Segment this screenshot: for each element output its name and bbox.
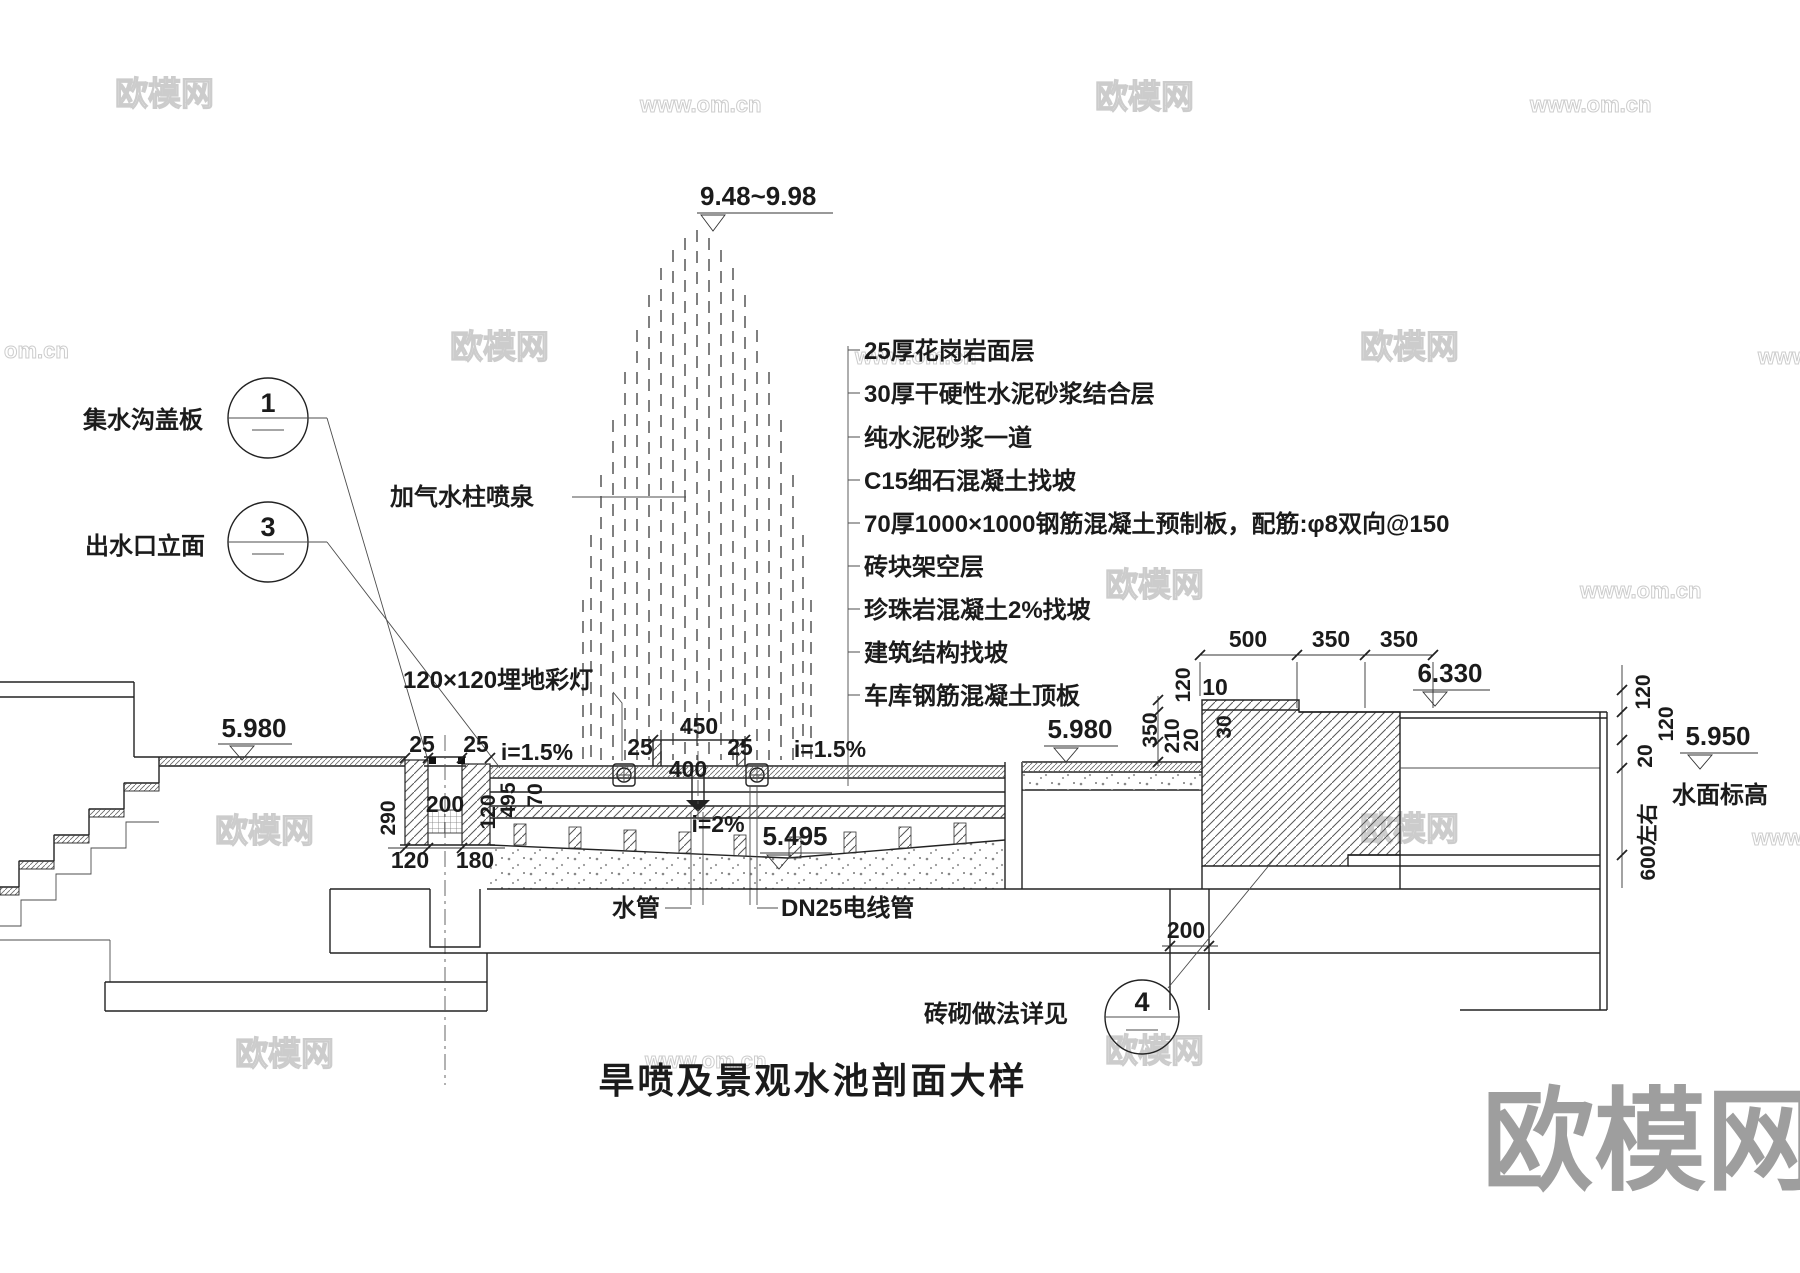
dim: 350 — [1380, 626, 1418, 652]
detail-number: 3 — [260, 512, 275, 542]
slope-label: i=2% — [691, 811, 744, 837]
dim: 20 — [1180, 728, 1203, 751]
dim: 200 — [1167, 917, 1205, 943]
dim: 180 — [456, 847, 494, 873]
detail-number: 4 — [1134, 987, 1149, 1017]
watermark-site: www.om.cn — [644, 1048, 766, 1073]
watermark-brand: 欧模网 — [115, 75, 214, 112]
nozzle-tip — [686, 800, 710, 812]
dim: 120 — [1172, 667, 1195, 702]
water-basin — [1400, 712, 1608, 1011]
watermark-brand: 欧模网 — [215, 812, 314, 849]
watermark-brand: 欧模网 — [235, 1035, 334, 1072]
spray-elevation: 9.48~9.98 — [700, 181, 816, 211]
dim: 70 — [524, 783, 547, 806]
dim: 400 — [669, 756, 707, 782]
dim: 30 — [1213, 715, 1236, 738]
garage-slab — [329, 888, 1600, 1010]
water-elevation: 5.950 — [1685, 721, 1750, 751]
slope-labels: i=1.5% i=1.5% i=2% — [501, 736, 866, 837]
dim: 20 — [1634, 744, 1657, 767]
slope-label: i=1.5% — [501, 739, 573, 765]
watermark-brand: 欧模网 — [1105, 566, 1204, 603]
grate-seat — [429, 757, 436, 764]
drawing-title: 旱喷及景观水池剖面大样 — [598, 1060, 1027, 1101]
watermark-brand: 欧模网 — [1095, 78, 1194, 115]
watermark-site: www.om.cn — [1757, 344, 1800, 369]
watermark-brand: 欧模网 — [1105, 1032, 1204, 1069]
elevation-markers: 9.48~9.98 5.980 5.980 5.495 6.330 5.950 — [218, 181, 1758, 870]
conduit-label: DN25电线管 — [781, 894, 914, 922]
dim: 450 — [680, 713, 718, 739]
service-pipes — [690, 786, 758, 905]
pool-bottom-elevation: 5.495 — [762, 821, 827, 851]
watermark-site: www.om.cn — [1751, 825, 1800, 850]
dim: 25 — [627, 734, 653, 760]
detail-callout-4: 砖砌做法详见 4 — [924, 851, 1281, 1055]
dimension-lines: 25 25 450 400 25 25 200 290 120 180 120 … — [377, 626, 1678, 952]
layer-label: 25厚花岗岩面层 — [864, 338, 1035, 365]
right-deck — [1022, 761, 1202, 791]
water-pipe-label: 水管 — [612, 894, 660, 922]
gutter-trench — [400, 735, 495, 1085]
left-stairs — [0, 681, 488, 1012]
deck-elevation: 5.980 — [221, 713, 286, 743]
dim: 10 — [1202, 674, 1228, 700]
watermark-brand: 欧模网 — [1360, 328, 1459, 365]
slope-label: i=1.5% — [794, 736, 866, 762]
dim: 200 — [426, 791, 464, 817]
dim: 600左右 — [1636, 803, 1660, 880]
gutter-cover-label: 集水沟盖板 — [82, 406, 204, 434]
dim: 120 — [477, 794, 500, 829]
dim: 25 — [463, 731, 489, 757]
watermark-logo: 欧模网 — [1482, 1079, 1800, 1204]
brick-note-label: 砖砌做法详见 — [924, 1000, 1068, 1028]
layer-label: 30厚干硬性水泥砂浆结合层 — [864, 380, 1155, 408]
detail-callout-1: 集水沟盖板 1 — [82, 377, 428, 758]
watermark-site: www.om.cn — [854, 344, 976, 369]
watermarks: 欧模网 www.om.cn 欧模网 www.om.cn om.cn 欧模网 ww… — [4, 74, 1800, 1204]
watermark-brand: 欧模网 — [450, 328, 549, 365]
dim: 495 — [497, 782, 520, 817]
watermark-site: www.om.cn — [1579, 578, 1701, 603]
layer-label: 建筑结构找坡 — [864, 639, 1008, 667]
dim: 120 — [1632, 674, 1655, 709]
layer-label: 车库钢筋混凝土顶板 — [864, 682, 1081, 710]
dim: 120 — [391, 847, 429, 873]
water-level-label: 水面标高 — [1672, 781, 1768, 809]
detail-number: 1 — [260, 388, 275, 418]
watermark-site: www.om.cn — [639, 92, 761, 117]
layer-label: 珍珠岩混凝土2%找坡 — [864, 596, 1091, 624]
dim: 350 — [1312, 626, 1350, 652]
layer-label: 砖块架空层 — [864, 553, 984, 581]
grate-seat — [458, 757, 465, 764]
dim: 25 — [409, 731, 435, 757]
dim: 210 — [1161, 718, 1184, 753]
fountain-label: 加气水柱喷泉 — [390, 483, 535, 511]
fountain-spray — [582, 230, 812, 760]
dim: 290 — [377, 800, 400, 835]
watermark-partial: om.cn — [4, 338, 69, 363]
wall-top-elevation: 6.330 — [1417, 658, 1482, 688]
pool-wall — [1201, 699, 1607, 889]
dim: 25 — [727, 734, 753, 760]
deck-elevation: 5.980 — [1047, 714, 1112, 744]
layer-callouts: 25厚花岗岩面层 30厚干硬性水泥砂浆结合层 纯水泥砂浆一道 C15细石混凝土找… — [847, 338, 1449, 786]
dim: 500 — [1229, 626, 1267, 652]
watermark-site: www.om.cn — [1529, 92, 1651, 117]
layer-label: 70厚1000×1000钢筋混凝土预制板，配筋:φ8双向@150 — [864, 510, 1449, 538]
annotations: 加气水柱喷泉 120×120埋地彩灯 水管 DN25电线管 水面标高 — [390, 483, 1768, 922]
buried-light-label: 120×120埋地彩灯 — [403, 667, 593, 694]
detail-callout-3: 出水口立面 3 — [85, 501, 501, 769]
layer-label: 纯水泥砂浆一道 — [864, 424, 1032, 452]
dim: 120 — [1655, 706, 1678, 741]
layer-label: C15细石混凝土找坡 — [864, 467, 1076, 495]
pool-floor — [489, 762, 1023, 889]
dim: 350 — [1139, 712, 1162, 747]
outlet-face-label: 出水口立面 — [85, 532, 205, 560]
